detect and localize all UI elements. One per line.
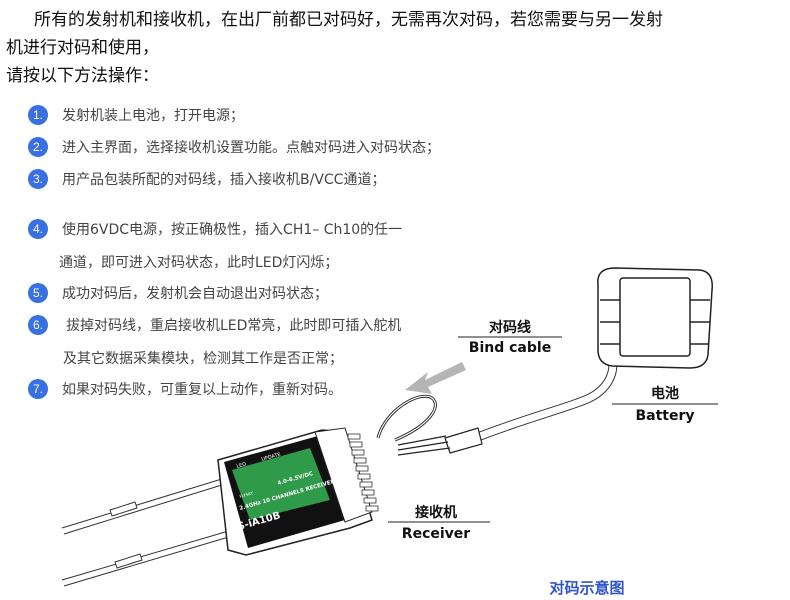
- step-number-badge: 6.: [28, 315, 48, 335]
- intro-line-1: 所有的发射机和接收机，在出厂前都已对码好，无需再次对码，若您需要与另一发射: [34, 10, 663, 30]
- intro-line-3: 请按以下方法操作：: [6, 66, 159, 86]
- step-number-badge: 4.: [28, 219, 48, 239]
- step-text: 如果对码失败，可重复以上动作，重新对码。: [62, 382, 342, 398]
- receiver-brand: FLYSKY: [239, 490, 254, 499]
- step-text: 拔掉对码线，重启接收机LED常亮，此时即可插入舵机: [66, 318, 402, 334]
- step-text: 用产品包装所配的对码线，插入接收机B/VCC通道；: [62, 172, 386, 188]
- step-number-badge: 1.: [28, 105, 48, 125]
- receiver-update-label: UPDATE: [261, 452, 282, 463]
- step-2: 2. 进入主界面，选择接收机设置功能。点触对码进入对码状态；: [28, 137, 440, 157]
- battery-connector: [397, 427, 483, 456]
- battery-pack: [597, 267, 713, 369]
- step-text: 进入主界面，选择接收机设置功能。点触对码进入对码状态；: [62, 140, 440, 156]
- step-number-badge: 3.: [28, 169, 48, 189]
- battery-label-cn: 电池: [651, 385, 679, 402]
- step-3: 3. 用产品包装所配的对码线，插入接收机B/VCC通道；: [28, 169, 385, 189]
- bind-cable-label-en: Bind cable: [469, 340, 551, 356]
- step-7: 7. 如果对码失败，可重复以上动作，重新对码。: [28, 379, 342, 399]
- step-text: 成功对码后，发射机会自动退出对码状态；: [62, 286, 328, 302]
- receiver-label-cn: 接收机: [415, 504, 457, 521]
- step-number-badge: 5.: [28, 283, 48, 303]
- receiver-label-en: Receiver: [402, 526, 470, 542]
- arrow-icon: [405, 362, 466, 394]
- intro-line-2: 机进行对码和使用，: [6, 38, 159, 58]
- step-number-badge: 7.: [28, 379, 48, 399]
- step-text: 发射机装上电池，打开电源；: [62, 108, 244, 124]
- step-1: 1. 发射机装上电池，打开电源；: [28, 105, 244, 125]
- receiver-label-green: [232, 448, 330, 520]
- receiver-led-label: LED: [236, 461, 247, 470]
- bind-cable-label-cn: 对码线: [489, 319, 531, 336]
- step-text: 使用6VDC电源，按正确极性，插入CH1– Ch10的任一: [62, 222, 403, 238]
- battery-label-en: Battery: [635, 408, 694, 424]
- step-6-continuation: 及其它数据采集模块，检测其工作是否正常；: [63, 351, 343, 367]
- receiver: LED UPDATE FLYSKY 4.0-6.5V/DC 2.4GHz 10 …: [217, 427, 379, 556]
- step-5: 5. 成功对码后，发射机会自动退出对码状态；: [28, 283, 328, 303]
- diagram-caption: 对码示意图: [549, 579, 624, 597]
- antenna-wires: [61, 477, 233, 587]
- step-4: 4. 使用6VDC电源，按正确极性，插入CH1– Ch10的任一: [28, 219, 402, 239]
- step-4-continuation: 通道，即可进入对码状态，此时LED灯闪烁；: [59, 255, 339, 271]
- step-number-badge: 2.: [28, 137, 48, 157]
- step-6: 6. 拔掉对码线，重启接收机LED常亮，此时即可插入舵机: [28, 315, 401, 335]
